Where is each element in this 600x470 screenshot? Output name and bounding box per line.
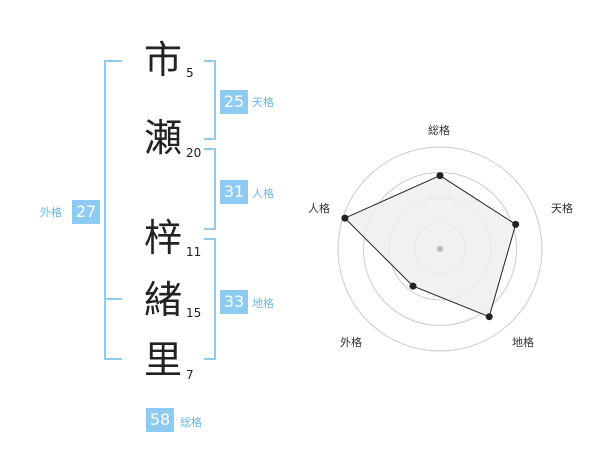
radar-axis-label-jinkaku: 人格 [308,202,330,215]
jinkaku-label: 人格 [252,187,274,200]
soukaku-label: 総格 [180,416,202,429]
name-char-2: 瀬 [143,116,182,160]
jinkaku-badge: 31 [220,180,248,204]
radar-axis-label-soukaku: 総格 [428,124,450,137]
gaikaku-bracket [104,60,122,360]
stroke-count-2: 20 [186,146,202,160]
name-char-5: 里 [143,338,182,382]
name-char-3: 梓 [143,216,182,260]
radar-point-4 [409,282,417,290]
stroke-count-1: 5 [186,66,194,80]
stroke-count-3: 11 [186,245,202,259]
chikaku-bracket [204,238,216,360]
radar-point-2 [512,220,520,228]
name-char-4: 緒 [143,278,182,322]
radar-grid-ring [337,146,543,352]
radar-series-area [344,175,517,318]
radar-point-1 [436,172,444,180]
tenkaku-label: 天格 [252,96,274,109]
stroke-count-4: 15 [186,306,202,320]
radar-point-5 [341,214,349,222]
radar-axis-label-tenkaku: 天格 [551,202,573,215]
radar-axis-label-chikaku: 地格 [512,336,534,349]
tenkaku-bracket [204,60,216,140]
radar-center-dot [437,246,443,252]
gaikaku-badge: 27 [72,200,100,224]
radar-point-3 [485,313,493,321]
tenkaku-badge: 25 [220,90,248,114]
gaikaku-divider [104,298,122,300]
chikaku-label: 地格 [252,297,274,310]
gaikaku-label: 外格 [40,206,62,219]
chikaku-badge: 33 [220,290,248,314]
jinkaku-bracket [204,148,216,230]
radar-axis-label-gaikaku: 外格 [340,336,362,349]
soukaku-badge: 58 [146,408,174,432]
stroke-count-5: 7 [186,368,194,382]
name-char-1: 市 [143,38,182,82]
